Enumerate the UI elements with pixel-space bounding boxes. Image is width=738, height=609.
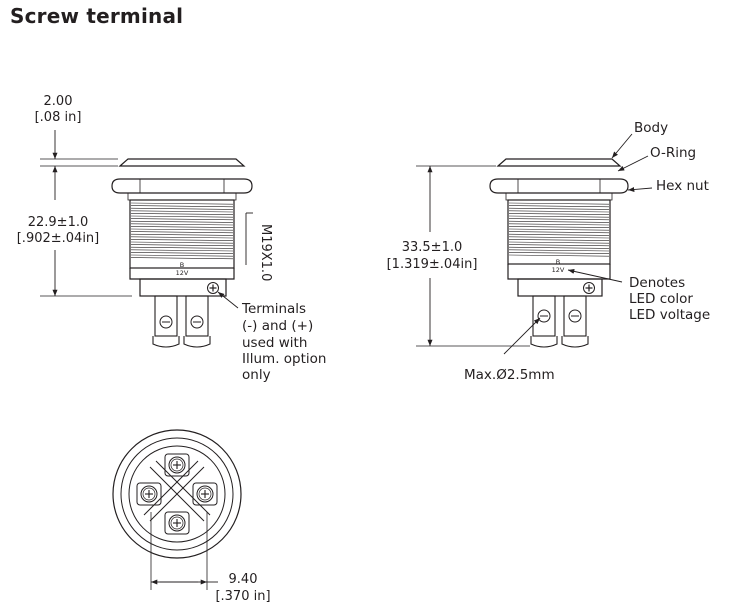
- thread-line: [130, 205, 234, 208]
- thread-line: [508, 210, 610, 213]
- right-dimensions: 33.5±1.0 [1.319±.04in]: [387, 165, 530, 347]
- thread-line: [130, 231, 234, 234]
- thread-line: [130, 249, 234, 252]
- thread-line: [130, 233, 234, 236]
- label-denotes-3: LED voltage: [629, 307, 710, 323]
- dim-height-in: [1.319±.04in]: [387, 257, 478, 272]
- thread-line: [130, 220, 234, 223]
- marking-bottom: 12V: [552, 266, 565, 274]
- bottom-dimensions: 9.40 [.370 in]: [150, 512, 271, 604]
- thread-lines: [508, 202, 610, 257]
- thread-line: [130, 223, 234, 226]
- dim-width-mm: 9.40: [229, 572, 258, 587]
- thread-line: [130, 213, 234, 215]
- thread-line: [508, 202, 610, 205]
- thread-lines: [130, 202, 234, 260]
- plus-terminal-icon: [206, 281, 220, 295]
- marking-top: B: [180, 261, 184, 269]
- label-denotes-2: LED color: [629, 291, 693, 307]
- left-side-view: B 12V M19X1.0: [111, 158, 273, 348]
- terminal-lugs: [152, 295, 211, 348]
- terminal-note-line-4: Illum. option: [242, 351, 326, 367]
- thread-line: [508, 226, 610, 228]
- thread-line: [130, 239, 234, 241]
- bottom-view: [112, 429, 242, 559]
- thread-line: [508, 215, 610, 218]
- screw-head-icon: [140, 485, 158, 503]
- thread-line: [508, 252, 610, 254]
- thread-line: [508, 205, 610, 208]
- thread-line: [130, 228, 234, 231]
- thread-line: [508, 218, 610, 221]
- screw-head-icon: [168, 514, 186, 532]
- screw-head-icon: [168, 456, 186, 474]
- left-dimensions: 2.00 [.08 in] 22.9±1.0 [.902±.04in]: [17, 94, 132, 297]
- page-title: Screw terminal: [10, 4, 184, 28]
- terminal-note-line-2: (-) and (+): [242, 318, 313, 334]
- thread-line: [508, 246, 610, 249]
- terminal-note: Terminals (-) and (+) used with Illum. o…: [217, 291, 326, 383]
- thread-line: [130, 215, 234, 218]
- thread-line: [508, 228, 610, 231]
- thread-line: [508, 231, 610, 234]
- terminal-note-line-5: only: [242, 367, 271, 383]
- label-max-diameter: Max.Ø2.5mm: [464, 367, 555, 383]
- thread-line: [130, 210, 234, 213]
- thread-line: [508, 223, 610, 226]
- right-side-view: B 12V: [489, 158, 629, 348]
- screw-head-icon: [196, 485, 214, 503]
- right-callouts: Body O-Ring Hex nut Denotes LED color LE…: [464, 120, 710, 383]
- thread-line: [130, 241, 234, 244]
- label-hex-nut: Hex nut: [656, 178, 709, 194]
- thread-line: [130, 236, 234, 239]
- plus-terminal-icon: [582, 281, 596, 295]
- terminal-note-line-3: used with: [242, 335, 307, 351]
- thread-line: [130, 244, 234, 247]
- thread-line: [130, 246, 234, 249]
- terminal-lugs: [530, 295, 589, 348]
- thread-line: [130, 218, 234, 221]
- thread-size-label: M19X1.0: [258, 224, 273, 281]
- thread-line: [508, 239, 610, 241]
- thread-line: [130, 252, 234, 254]
- thread-line: [130, 207, 234, 210]
- label-o-ring: O-Ring: [650, 145, 696, 161]
- marking-top: B: [556, 258, 560, 266]
- thread-line: [508, 254, 610, 257]
- dim-height-in: [.902±.04in]: [17, 231, 100, 246]
- terminal-note-line-1: Terminals: [241, 301, 306, 317]
- marking-bottom: 12V: [176, 269, 189, 277]
- dim-top-in: [.08 in]: [35, 110, 82, 125]
- thread-line: [130, 202, 234, 205]
- thread-line: [508, 244, 610, 247]
- thread-line: [130, 254, 234, 257]
- thread-line: [508, 207, 610, 210]
- thread-line: [508, 236, 610, 239]
- thread-line: [508, 241, 610, 244]
- thread-line: [130, 257, 234, 260]
- thread-line: [508, 249, 610, 252]
- thread-line: [130, 226, 234, 228]
- label-body: Body: [634, 120, 668, 136]
- dim-top-mm: 2.00: [44, 94, 73, 109]
- dim-width-in: [.370 in]: [215, 589, 270, 604]
- thread-line: [508, 220, 610, 223]
- thread-line: [508, 233, 610, 236]
- label-denotes-1: Denotes: [629, 275, 685, 291]
- dim-height-mm: 33.5±1.0: [402, 240, 463, 255]
- dim-height-mm: 22.9±1.0: [28, 215, 89, 230]
- thread-line: [508, 213, 610, 215]
